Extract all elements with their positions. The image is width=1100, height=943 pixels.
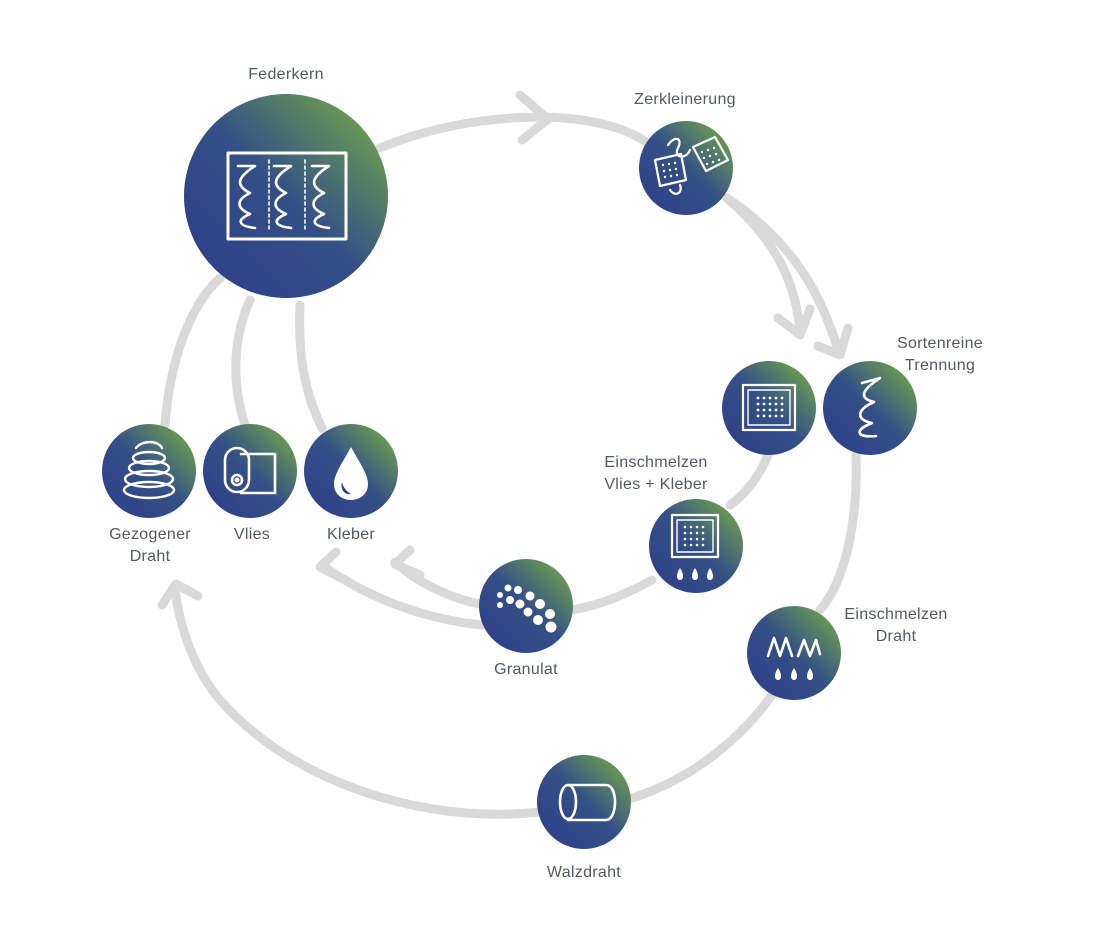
label-vlies: Vlies <box>212 524 292 546</box>
label-line: Draht <box>875 628 917 645</box>
label-zerkleinerung: Zerkleinerung <box>610 89 760 111</box>
label-line: Vlies + Kleber <box>604 476 708 493</box>
label-line: Zerkleinerung <box>634 91 736 108</box>
federkern-node <box>184 94 388 298</box>
label-line: Gezogener <box>109 526 191 543</box>
arc-federkern-to-zerkleinerung <box>375 112 655 153</box>
connectors <box>157 90 861 819</box>
label-line: Walzdraht <box>546 864 622 881</box>
walzdraht-node <box>537 755 631 849</box>
einschmelzen-draht-node <box>747 606 841 700</box>
label-granulat: Granulat <box>476 659 576 681</box>
arrow-head-top <box>515 90 553 145</box>
arc-zerkleinerung-to-trennung <box>722 193 843 355</box>
wire-coil-icon <box>858 376 882 438</box>
arrow-head-gezogener-draht <box>157 579 203 610</box>
drawn-wire-icon <box>122 440 176 500</box>
pad-node <box>722 361 816 455</box>
arc-gezogener-draht-to-federkern <box>160 273 225 430</box>
label-line: Sortenreine <box>896 335 984 352</box>
label-line: Kleber <box>326 526 376 543</box>
sortenreine-trennung-node <box>823 361 917 455</box>
arc-walzdraht-to-gezogener-draht <box>170 585 545 819</box>
arrow-head-kleber <box>390 545 425 580</box>
melt-wire-icon <box>766 636 822 680</box>
arc-kleber-to-federkern <box>295 300 327 433</box>
arc-pad-to-einschmelzen-vlies <box>725 450 773 510</box>
arc-zerkleinerung-to-pad <box>722 193 805 335</box>
label-line: Federkern <box>248 66 324 83</box>
label-einschmelzen-draht: Einschmelzen Draht <box>828 604 964 648</box>
label-kleber: Kleber <box>311 524 391 546</box>
arrow-head-pad <box>773 304 815 340</box>
label-line: Granulat <box>494 661 558 678</box>
label-line: Draht <box>129 548 171 565</box>
glue-drop-icon <box>334 447 368 500</box>
label-gezogener-draht: Gezogener Draht <box>90 524 210 568</box>
arc-vlies-to-federkern <box>231 295 255 430</box>
label-federkern: Federkern <box>226 64 346 86</box>
label-line: Einschmelzen <box>604 454 708 471</box>
arc-einschmelzen-vlies-to-granulat <box>567 575 657 615</box>
arc-einschmelzen-draht-to-walzdraht <box>627 690 777 803</box>
label-walzdraht: Walzdraht <box>524 862 644 884</box>
fleece-pad-icon <box>741 383 797 432</box>
fleece-roll-icon <box>223 446 277 495</box>
arc-trennung-to-einschmelzen-draht <box>815 450 861 615</box>
wire-rod-icon <box>558 783 617 822</box>
spring-core-icon <box>226 151 348 241</box>
shredding-icon <box>653 135 730 195</box>
label-line: Trennung <box>904 357 976 374</box>
label-line: Einschmelzen <box>844 606 948 623</box>
label-sortenreine-trennung: Sortenreine Trennung <box>880 333 1000 377</box>
melt-fleece-icon <box>670 513 720 580</box>
granulate-icon <box>497 584 557 633</box>
label-einschmelzen-vlies: Einschmelzen Vlies + Kleber <box>586 452 726 496</box>
arrow-head-vlies <box>315 547 350 585</box>
zerkleinerung-node <box>639 121 733 215</box>
label-line: Vlies <box>233 526 271 543</box>
granulat-node <box>479 559 573 653</box>
arrow-head-trennung <box>813 323 853 360</box>
